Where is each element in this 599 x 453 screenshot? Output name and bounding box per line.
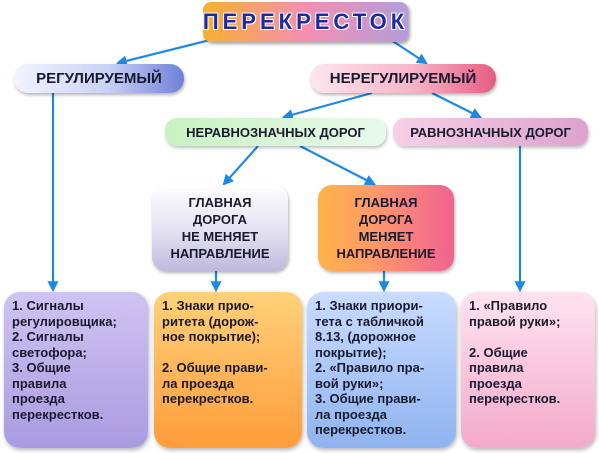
rule-line: 2. Общие (469, 344, 528, 360)
rule-line: тета с табличкой (315, 313, 424, 329)
regulated-box: РЕГУЛИРУЕМЫЙ (14, 64, 184, 93)
main-road-change-line: НАПРАВЛЕНИЕ (336, 246, 436, 261)
arrow-title-to-unregulated (387, 37, 428, 65)
rule-line: покрытие); (315, 344, 387, 360)
equal-roads-label: РАВНОЗНАЧНЫХ ДОРОГ (410, 124, 571, 140)
regulated-label: РЕГУЛИРУЕМЫЙ (36, 70, 162, 87)
rule-line: 1. Знаки приори- (315, 298, 423, 313)
arrow-unregulated-to-equal (431, 92, 482, 118)
rule-line (469, 329, 587, 345)
rule-line: перекрестков. (12, 406, 104, 422)
rule-line: перекрестков. (162, 391, 254, 406)
rule-line: 3. Общие (12, 360, 71, 375)
unequal-roads-box: НЕРАВНОЗНАЧНЫХ ДОРОГ (165, 118, 386, 146)
main-road-no-change-line: НАПРАВЛЕНИЕ (170, 246, 270, 261)
unregulated-box: НЕРЕГУЛИРУЕМЫЙ (310, 64, 496, 93)
rule-line: перекрестков. (469, 391, 561, 406)
equal-roads-box: РАВНОЗНАЧНЫХ ДОРОГ (393, 118, 588, 146)
rule-line: правила (12, 375, 67, 391)
rule-line: перекрестков. (315, 422, 407, 437)
rule-line: светофора; (12, 344, 87, 360)
rule-line: 2. Сигналы (12, 329, 84, 344)
title-text: ПЕРЕКРЕСТОК (202, 9, 409, 34)
rule-line: правила (469, 360, 524, 375)
rule-line: 3. Общие прави- (315, 391, 421, 406)
main-road-change-line: ГЛАВНАЯ (354, 195, 418, 210)
rule-line: 1. «Правило (469, 298, 548, 313)
arrow-unequal-to-main-yes (299, 145, 376, 186)
unequal-roads-label: НЕРАВНОЗНАЧНЫХ ДОРОГ (186, 124, 365, 140)
arrow-unregulated-to-unequal (281, 91, 373, 120)
rule-line: 1. Сигналы (12, 298, 84, 313)
equal-roads-rules-box: 1. «Правило правой руки»; 2. Общие прави… (461, 292, 595, 448)
rule-line: проезда (12, 391, 65, 406)
rule-line: 1. Знаки прио- (162, 298, 254, 313)
title-box: ПЕРЕКРЕСТОК (203, 2, 408, 42)
main-change-rules-box: 1. Знаки приори- тета с табличкой 8.13, … (307, 292, 456, 448)
main-road-no-change-line: НЕ МЕНЯЕТ (181, 229, 259, 244)
main-road-no-change-box: ГЛАВНАЯ ДОРОГА НЕ МЕНЯЕТ НАПРАВЛЕНИЕ (152, 185, 288, 271)
rule-line: ла проезда (162, 375, 235, 391)
rule-line: 2. «Правило пра- (315, 360, 425, 375)
rule-line: проезда (469, 375, 522, 391)
main-road-change-line: ДОРОГА (359, 212, 413, 227)
main-road-change-box: ГЛАВНАЯ ДОРОГА МЕНЯЕТ НАПРАВЛЕНИЕ (318, 185, 454, 271)
main-road-change-line: МЕНЯЕТ (358, 229, 414, 244)
regulated-rules-box: 1. Сигналы регулировщика; 2. Сигналы све… (4, 292, 148, 448)
rule-line: вой руки»; (315, 375, 384, 391)
main-no-change-rules-box: 1. Знаки прио- ритета (дорож- ное покрыт… (154, 292, 302, 448)
rule-line: правой руки»; (469, 313, 561, 329)
main-road-no-change-line: ГЛАВНАЯ (188, 195, 252, 210)
unregulated-label: НЕРЕГУЛИРУЕМЫЙ (329, 70, 477, 87)
rule-line: ное покрытие); (162, 329, 261, 344)
rule-line: 2. Общие прави- (162, 360, 268, 375)
rule-line (162, 345, 294, 361)
rule-line: регулировщика; (12, 313, 117, 329)
main-road-no-change-line: ДОРОГА (193, 212, 247, 227)
arrow-title-to-regulated (115, 36, 219, 67)
rule-line: ла проезда (315, 406, 388, 422)
arrow-unequal-to-main-no (222, 145, 259, 186)
rule-line: 8.13, (дорожное (315, 329, 416, 344)
rule-line: ритета (дорож- (162, 313, 259, 329)
